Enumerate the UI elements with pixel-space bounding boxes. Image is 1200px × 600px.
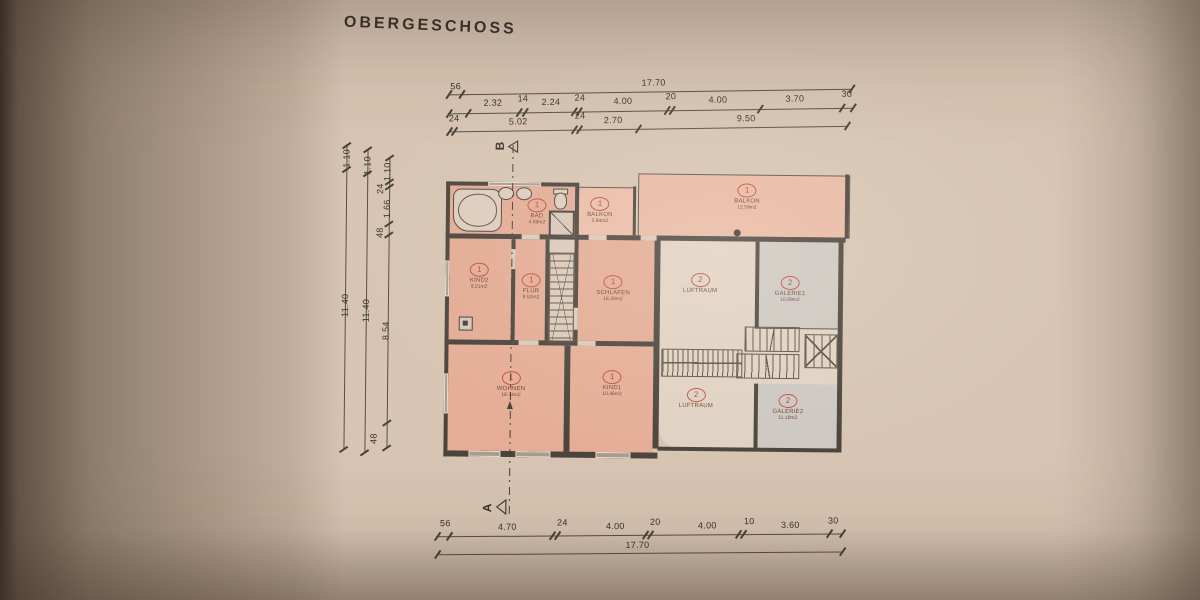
window [445,260,450,297]
room-area: 16.28m2 [603,295,623,303]
room-number-badge: 1 [602,370,622,385]
wall [632,186,637,238]
door-opening [577,340,596,346]
wall [844,174,850,239]
room-label-luftraum-bottom: 2 LUFTRAUM [678,387,714,410]
room-area: 4.59m2 [528,219,546,226]
wall [563,345,571,452]
room-number-badge: 1 [501,370,521,386]
stairs-landing [804,334,838,369]
room-number-badge: 1 [603,275,623,290]
section-triangle-icon [495,498,507,516]
room-area: 11.18m2 [778,414,798,421]
toilet-icon [553,192,568,210]
room-area: 9.21m2 [470,283,488,290]
room-area: 10.89m2 [780,296,800,303]
room-area: 10.46m2 [602,390,622,398]
wall [753,383,759,450]
door-opening [518,340,539,346]
room-number-badge: 1 [737,183,757,198]
section-marker-a: A [480,503,495,513]
window [595,451,631,459]
bathtub-icon [452,188,503,232]
room-area: 18.74m2 [501,391,521,399]
room-label-luftraum-top: 2 LUFTRAUM [682,272,718,295]
room-label-flur: 1 FLUR 8.52m2 [521,273,541,301]
room-kind1-fill [569,345,654,453]
chimney-icon [458,316,473,331]
window [468,450,501,457]
room-label-galerie1: 2 GALERIE1 10.89m2 [774,275,806,304]
stairs-lower-flight [661,348,743,378]
window [488,181,542,187]
door-opening [573,307,578,330]
door-opening [640,235,657,241]
room-label-balkon-large: 1 BALKON 12.59m2 [734,183,760,211]
room-area: 12.59m2 [737,204,757,211]
section-marker-b: B [492,141,507,151]
window [443,373,449,414]
room-label-schlafen: 1 SCHLAFEN 16.28m2 [596,275,630,303]
door-opening [588,234,607,241]
duct-shaft-icon [548,210,575,237]
room-number-badge: 2 [686,387,706,403]
room-label-bad: 1 BAD 4.59m2 [527,198,547,226]
room-number-badge: 1 [521,273,541,288]
room-label-kind1: 1 KIND1 10.46m2 [602,370,622,398]
stairs-middle-flight [736,353,800,380]
room-label-balkon-small: 1 BALKON 2.94m2 [587,196,613,225]
window [515,451,551,458]
room-number-badge: 1 [527,198,547,213]
room-number-badge: 2 [780,275,800,291]
wall [657,446,840,453]
bathtub-basin [457,193,498,227]
room-name: LUFTRAUM [678,402,714,410]
column-marker [733,229,741,237]
room-label-wohnen: 1 WOHNEN 18.74m2 [497,370,526,399]
stairs-upper-flight [744,326,800,353]
door-opening [521,234,540,240]
room-area: 2.94m2 [591,217,609,224]
room-name: LUFTRAUM [682,287,718,295]
room-label-galerie2: 2 GALERIE2 11.18m2 [772,393,803,422]
room-number-badge: 1 [469,262,489,277]
section-arrowhead [506,401,513,410]
room-number-badge: 2 [778,393,798,409]
stairs-flur [548,252,575,343]
section-triangle-icon [507,140,519,154]
room-number-badge: 2 [690,272,710,288]
room-number-badge: 1 [590,196,610,212]
room-label-kind2: 1 KIND2 9.21m2 [469,262,489,291]
room-area: 8.52m2 [522,294,540,301]
